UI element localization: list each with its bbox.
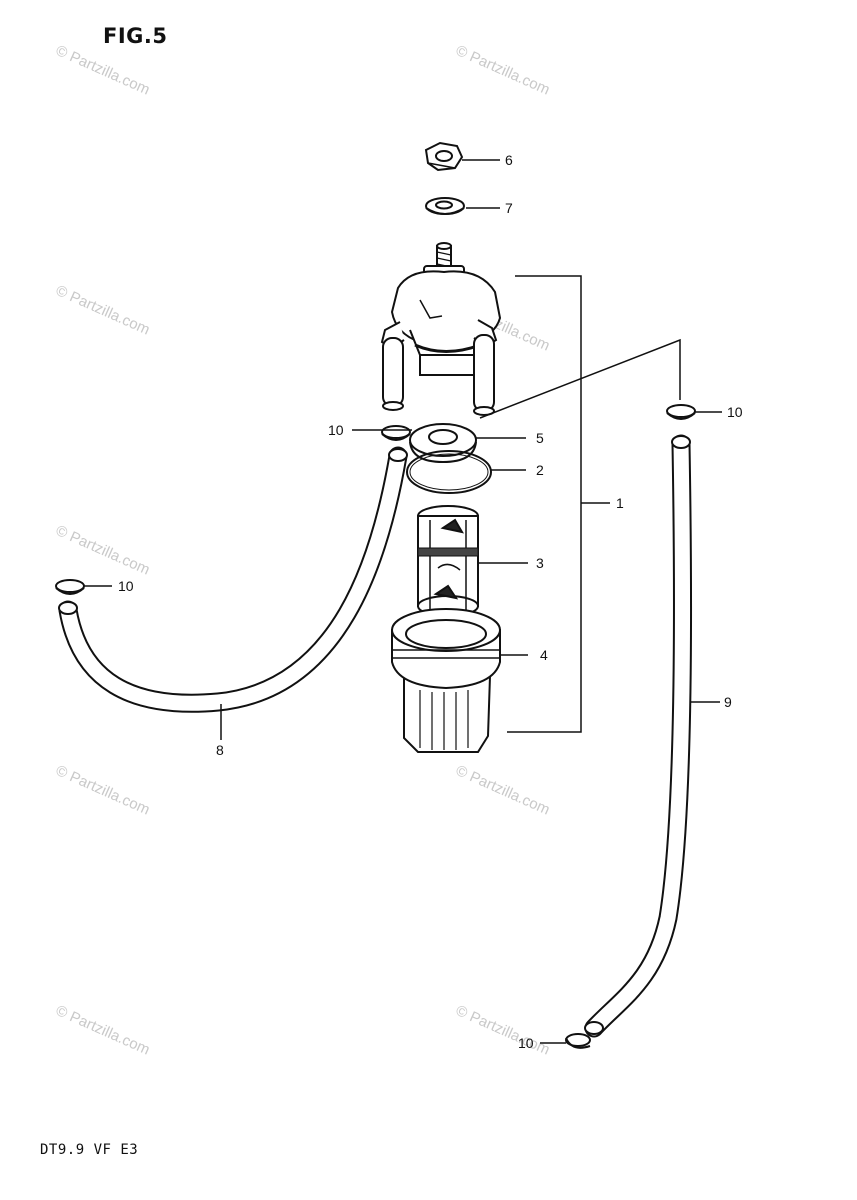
- filter-cup-part: [391, 608, 501, 753]
- clip-part: [55, 404, 696, 1049]
- washer-part: [425, 197, 465, 215]
- callout-10-top: 10: [328, 422, 344, 438]
- nut-part: [424, 141, 464, 172]
- callout-5: 5: [536, 430, 544, 446]
- leader-lines: [84, 159, 722, 1044]
- callout-8: 8: [216, 742, 224, 758]
- callout-10-bottom: 10: [518, 1035, 534, 1051]
- callout-10-right: 10: [727, 404, 743, 420]
- figure-title: FIG.5: [103, 24, 168, 48]
- filter-head-part: [380, 242, 502, 416]
- o-ring-part: [406, 450, 492, 494]
- callout-1: 1: [616, 495, 624, 511]
- hose-left-part: [58, 446, 408, 713]
- model-code: DT9.9 VF E3: [40, 1142, 139, 1158]
- gasket-part: [409, 423, 477, 464]
- callout-3: 3: [536, 555, 544, 571]
- callout-10-left: 10: [118, 578, 134, 594]
- filter-element-part: [417, 505, 479, 617]
- callout-7: 7: [505, 200, 513, 216]
- callout-9: 9: [724, 694, 732, 710]
- hose-right-part: [584, 434, 693, 1038]
- callout-4: 4: [540, 647, 548, 663]
- callout-2: 2: [536, 462, 544, 478]
- callout-6: 6: [505, 152, 513, 168]
